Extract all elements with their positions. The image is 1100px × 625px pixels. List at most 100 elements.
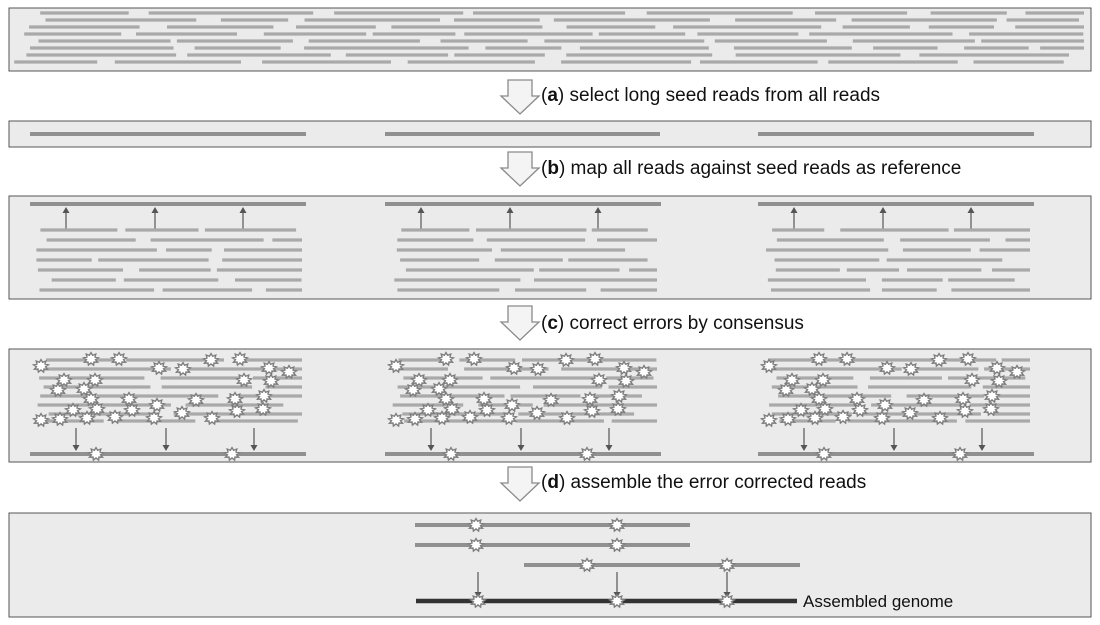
- mapping-arrow: [417, 207, 425, 229]
- step-d-text: assemble the error corrected reads: [571, 472, 867, 493]
- step-arrows: [499, 79, 541, 502]
- error-marker: [815, 401, 835, 417]
- error-marker: [791, 402, 811, 418]
- error-marker: [225, 391, 245, 407]
- error-marker: [254, 388, 274, 404]
- error-marker: [31, 358, 51, 374]
- error-marker: [955, 403, 975, 419]
- mapping-arrow-head: [790, 207, 798, 213]
- error-marker: [982, 388, 1002, 404]
- panel-correction: [8, 348, 1092, 463]
- error-marker: [580, 391, 600, 407]
- error-marker: [809, 351, 829, 367]
- error-marker: [589, 372, 609, 388]
- error-marker: [962, 372, 982, 388]
- error-marker: [987, 360, 1007, 376]
- mapping-arrow: [967, 207, 975, 229]
- consensus-arrow: [605, 428, 613, 451]
- error-marker: [63, 402, 83, 418]
- error-marker: [172, 405, 192, 421]
- error-marker: [634, 364, 654, 380]
- step-c-caption: (c) correct errors by consensus: [541, 313, 804, 334]
- error-marker: [144, 410, 164, 426]
- error-marker: [541, 392, 561, 408]
- mapping-arrow-head: [151, 207, 159, 213]
- error-marker: [929, 352, 949, 368]
- error-marker: [109, 351, 129, 367]
- error-marker: [502, 397, 522, 413]
- error-marker: [776, 382, 796, 398]
- error-marker: [847, 391, 867, 407]
- error-marker: [436, 351, 456, 367]
- assembly-group: [415, 517, 800, 609]
- error-marker: [442, 401, 462, 417]
- mapping-cluster: [30, 202, 306, 292]
- step-d-caption: (d) assemble the error corrected reads: [541, 472, 866, 493]
- consensus-arrow-head: [427, 445, 435, 451]
- error-marker: [802, 381, 822, 397]
- error-marker: [477, 402, 497, 418]
- mapping-arrow: [506, 207, 514, 229]
- error-marker: [759, 412, 779, 428]
- error-marker: [173, 361, 193, 377]
- error-marker: [850, 402, 870, 418]
- error-marker: [875, 397, 895, 413]
- error-marker: [717, 593, 737, 609]
- error-marker: [202, 410, 222, 426]
- error-marker: [429, 381, 449, 397]
- error-marker: [122, 402, 142, 418]
- mapping-arrow: [239, 207, 247, 229]
- error-marker: [436, 391, 456, 407]
- consensus-arrow-head: [162, 445, 170, 451]
- all-reads-group: [14, 11, 1084, 64]
- step-b-letter: b: [547, 158, 559, 179]
- consensus-arrow-head: [890, 445, 898, 451]
- error-marker: [1007, 364, 1027, 380]
- error-marker: [54, 372, 74, 388]
- error-marker: [556, 352, 576, 368]
- error-marker: [119, 391, 139, 407]
- error-marker: [466, 517, 486, 533]
- error-marker: [31, 412, 51, 428]
- error-marker: [48, 382, 68, 398]
- error-marker: [607, 537, 627, 553]
- error-marker: [464, 351, 484, 367]
- consensus-arrow: [978, 428, 986, 451]
- mapping-arrow-head: [62, 207, 70, 213]
- error-marker: [504, 360, 524, 376]
- error-marker: [901, 361, 921, 377]
- error-marker: [833, 409, 853, 425]
- consensus-arrow-head: [800, 445, 808, 451]
- error-marker: [499, 410, 519, 426]
- error-marker: [778, 411, 798, 427]
- error-marker: [557, 410, 577, 426]
- error-marker: [616, 373, 636, 389]
- error-marker: [186, 392, 206, 408]
- mapping-arrow: [790, 207, 798, 229]
- step-b-caption: (b) map all reads against seed reads as …: [541, 158, 961, 179]
- error-marker: [405, 411, 425, 427]
- step-arrow-icon: [499, 305, 541, 341]
- error-marker: [50, 411, 70, 427]
- error-marker: [950, 446, 970, 462]
- panel-mapping: [8, 195, 1092, 300]
- error-marker: [105, 409, 125, 425]
- assembled-genome-label: Assembled genome: [803, 592, 953, 611]
- error-marker: [813, 372, 833, 388]
- error-marker: [468, 593, 488, 609]
- step-d-letter: d: [547, 472, 559, 493]
- mapping-arrow-head: [967, 207, 975, 213]
- error-marker: [577, 557, 597, 573]
- error-marker: [989, 373, 1009, 389]
- step-a-caption: (a) select long seed reads from all read…: [541, 85, 880, 106]
- error-marker: [609, 388, 629, 404]
- error-marker: [441, 446, 461, 462]
- error-marker: [403, 382, 423, 398]
- panel-mapping-frame: [8, 195, 1092, 300]
- error-marker: [577, 446, 597, 462]
- error-marker: [608, 401, 628, 417]
- mapping-arrow: [594, 207, 602, 229]
- error-marker: [432, 410, 452, 426]
- error-marker: [809, 391, 829, 407]
- error-marker: [81, 351, 101, 367]
